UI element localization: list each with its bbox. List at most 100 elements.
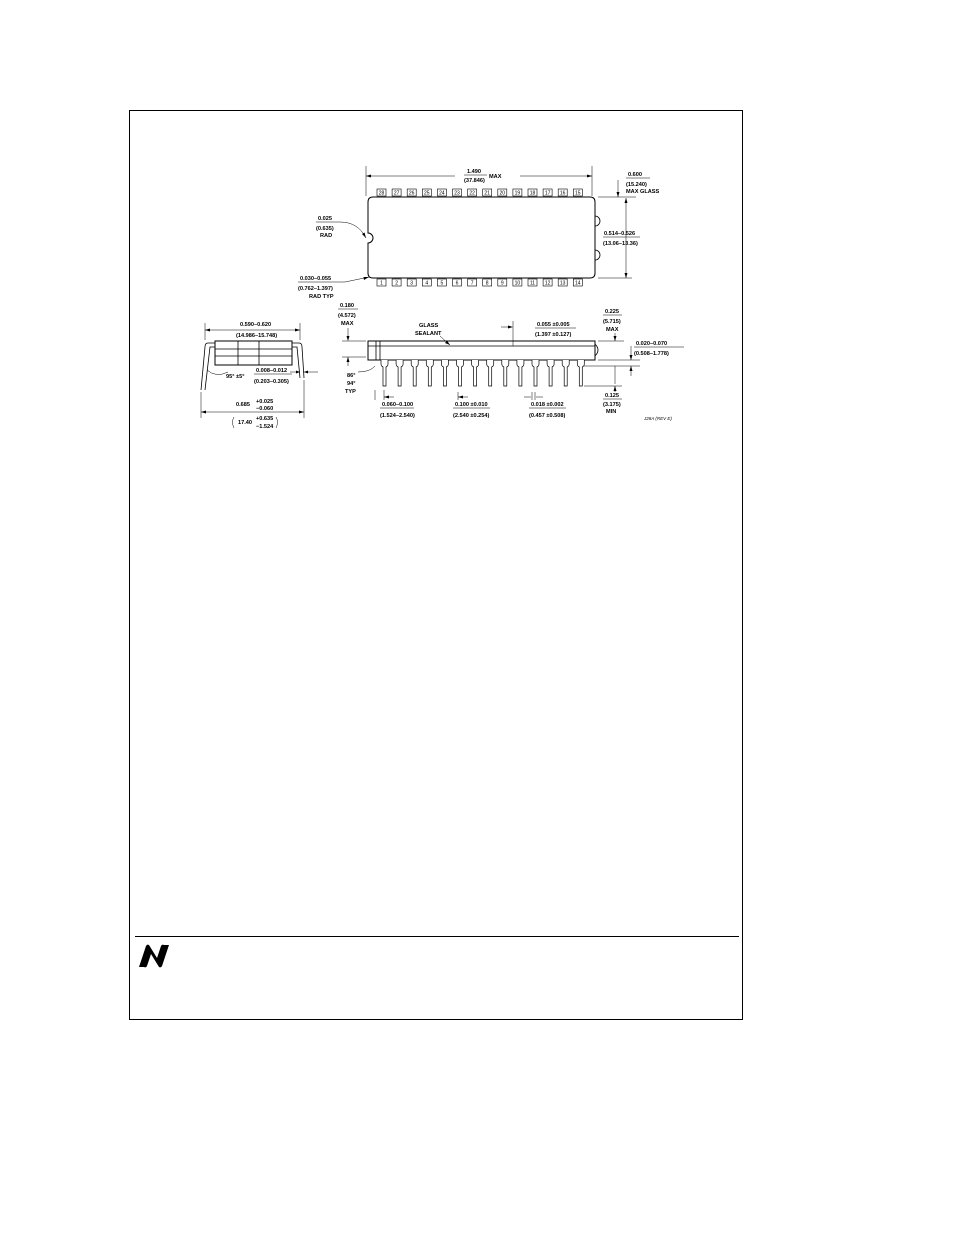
- top-pin-box: [557, 188, 568, 197]
- bottom-pin-number: 2: [395, 281, 398, 287]
- bottom-pin-number: 3: [410, 281, 413, 287]
- bottom-pin-box: [421, 278, 432, 287]
- width-mm: (13.06–13.36): [603, 241, 638, 247]
- bottom-pin-box: [406, 278, 417, 287]
- top-pin-box: [527, 188, 538, 197]
- height-inch: 0.180: [340, 303, 354, 309]
- bottom-pin-box: [527, 278, 538, 287]
- lead-length-inch: 0.125: [605, 393, 619, 399]
- angle-note: TYP: [345, 389, 356, 395]
- pitch-mm: (2.540 ±0.254): [453, 413, 489, 419]
- spread-tol-plus-inch: +0.025: [256, 399, 273, 405]
- glass-note: MAX GLASS: [626, 189, 660, 195]
- height-mm: (4.572): [338, 313, 356, 319]
- width-inch: 0.514–0.526: [604, 231, 635, 237]
- notch-note: RAD: [320, 233, 332, 239]
- bottom-pin-number: 4: [425, 281, 428, 287]
- corner-note: RAD TYP: [309, 294, 334, 300]
- side-lead: [531, 360, 540, 387]
- bottom-pin-box: [467, 278, 477, 287]
- top-pin-number: 28: [379, 191, 385, 197]
- lead-thickness-mm: (0.203–0.305): [254, 379, 289, 385]
- shoulder-inch: 0.055 ±0.005: [537, 322, 570, 328]
- side-lead: [576, 360, 585, 387]
- angle-1: 86°: [347, 373, 355, 379]
- top-pin-box: [421, 188, 432, 197]
- end-width-mm: (14.986–15.748): [236, 333, 277, 339]
- glass-inch: 0.600: [628, 172, 642, 178]
- end-width-inch: 0.590–0.620: [240, 322, 271, 328]
- top-pin-number: 16: [560, 191, 566, 197]
- end-view: 0.590–0.620 (14.986–15.748) 95° ±5° 0.00…: [200, 322, 318, 430]
- top-pin-box: [406, 188, 417, 197]
- bottom-pin-box: [391, 278, 402, 287]
- top-pin-number: 20: [500, 191, 506, 197]
- glass-label-2: SEALANT: [415, 331, 442, 337]
- length-inch: 1.490: [467, 169, 481, 175]
- length-mm: (37.846): [464, 178, 485, 184]
- top-pin-box: [542, 188, 553, 197]
- bottom-pin-box: [376, 278, 387, 287]
- bottom-pin-box: [557, 278, 568, 287]
- top-pin-number: 23: [454, 191, 460, 197]
- national-semiconductor-logo-icon: [139, 944, 169, 968]
- shoulder-mm: (1.397 ±0.127): [535, 332, 571, 338]
- top-pin-number: 17: [545, 191, 551, 197]
- standoff-inch: 0.020–0.070: [636, 341, 667, 347]
- side-lead: [546, 360, 555, 387]
- spread-mm: 17.40: [238, 420, 252, 426]
- end-lead-mm: (1.524–2.540): [380, 413, 415, 419]
- bottom-pin-number: 14: [575, 281, 581, 287]
- top-pin-box: [376, 188, 387, 197]
- lead-length-note: MIN: [606, 409, 616, 415]
- lead-width-inch: 0.018 ±0.002: [531, 402, 564, 408]
- top-pin-box: [452, 188, 462, 197]
- side-lead: [501, 360, 510, 387]
- side-lead: [516, 360, 525, 387]
- bottom-pin-box: [497, 278, 508, 287]
- top-pin-number: 27: [394, 191, 400, 197]
- bottom-pin-number: 12: [545, 281, 551, 287]
- glass-mm: (15.240): [626, 182, 647, 188]
- bottom-pin-box: [452, 278, 462, 287]
- bottom-pin-box: [482, 278, 493, 287]
- bottom-pin-box: [572, 278, 583, 287]
- seat-note: MAX: [606, 327, 619, 333]
- side-lead: [395, 360, 404, 387]
- top-pin-box: [482, 188, 493, 197]
- side-lead: [471, 360, 479, 387]
- bottom-pin-box: [542, 278, 553, 287]
- bottom-pin-number: 7: [471, 281, 474, 287]
- bottom-pin-number: 1: [380, 281, 383, 287]
- end-angle: 95° ±5°: [226, 374, 244, 380]
- side-view: 0.180 (4.572) MAX GLASS SEALANT 0.055 ±0…: [338, 303, 684, 421]
- bottom-pin-box: [512, 278, 523, 287]
- angle-2: 94°: [347, 381, 355, 387]
- spread-tol-minus-inch: −0.060: [256, 406, 273, 412]
- side-lead: [486, 360, 495, 387]
- side-lead: [410, 360, 419, 387]
- top-pin-number: 24: [439, 191, 445, 197]
- glass-label-1: GLASS: [419, 323, 439, 329]
- bottom-pin-number: 5: [441, 281, 444, 287]
- top-pin-box: [512, 188, 523, 197]
- bottom-pin-number: 9: [501, 281, 504, 287]
- corner-mm: (0.762–1.397): [298, 286, 333, 292]
- top-pin-number: 22: [469, 191, 475, 197]
- spread-tol-minus-mm: −1.524: [256, 424, 274, 430]
- notch-inch: 0.025: [318, 216, 332, 222]
- height-note: MAX: [341, 321, 354, 327]
- standoff-mm: (0.508–1.778): [634, 351, 669, 357]
- side-leads: [380, 360, 585, 387]
- lead-width-mm: (0.457 ±0.508): [529, 413, 565, 419]
- top-pin-number: 19: [515, 191, 521, 197]
- top-pin-number: 25: [424, 191, 430, 197]
- end-lead-inch: 0.060–0.100: [382, 402, 413, 408]
- spread-tol-plus-mm: +0.635: [256, 416, 273, 422]
- side-lead: [441, 360, 449, 387]
- corner-inch: 0.030–0.055: [300, 276, 331, 282]
